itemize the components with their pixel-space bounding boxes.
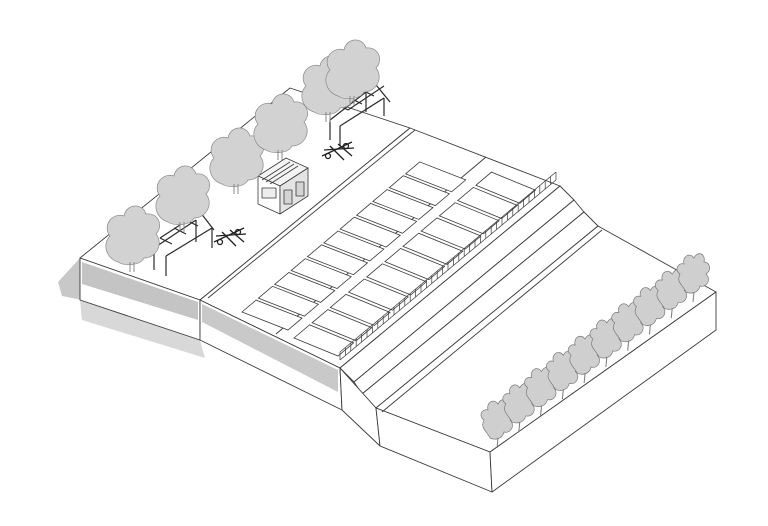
row-b-stall-10 <box>456 186 519 220</box>
row-a-stall-8 <box>355 202 418 234</box>
parking-row-b <box>293 171 537 357</box>
row-a-stall-5 <box>306 244 369 276</box>
row-a-stall-9 <box>372 189 434 220</box>
bike-rack-upper <box>321 141 355 161</box>
parking-row-a <box>241 161 467 331</box>
ground-shadows <box>58 258 205 358</box>
row-a-stall-3 <box>273 272 336 303</box>
row-a-stall-4 <box>290 258 352 290</box>
lower-lawn <box>375 225 717 493</box>
left-shadow <box>58 258 82 300</box>
parking-deck-shade <box>202 304 338 392</box>
row-a-stall-1 <box>241 299 303 331</box>
under-edge-shadow <box>80 300 205 358</box>
row-b-stall-3 <box>329 293 391 326</box>
row-b-stall-1 <box>293 324 355 357</box>
deck-railing <box>339 171 557 361</box>
upper-terrace-shade <box>82 262 198 320</box>
row-b-stall-2 <box>311 309 373 342</box>
row-b-stall-9 <box>438 202 500 235</box>
row-b-stall-11 <box>475 171 537 204</box>
row-a-stall-2 <box>257 285 320 317</box>
deck-edge-line <box>207 129 416 299</box>
row-a-stall-6 <box>323 230 385 262</box>
row-a-stall-7 <box>339 216 402 248</box>
upper-terrace <box>79 87 411 341</box>
row-b-stall-4 <box>347 278 409 311</box>
row-a-stall-11 <box>404 161 467 193</box>
row-b-stall-7 <box>402 232 464 265</box>
kiosk-building <box>257 157 309 215</box>
row-b-stall-8 <box>420 217 482 250</box>
lawn-path-edge <box>381 229 603 413</box>
row-b-stall-6 <box>384 248 446 281</box>
lower-lawn-right <box>489 291 717 493</box>
terrace-steps <box>339 185 599 447</box>
bike-rack-lower <box>213 227 247 247</box>
row-a-stall-10 <box>388 175 451 207</box>
